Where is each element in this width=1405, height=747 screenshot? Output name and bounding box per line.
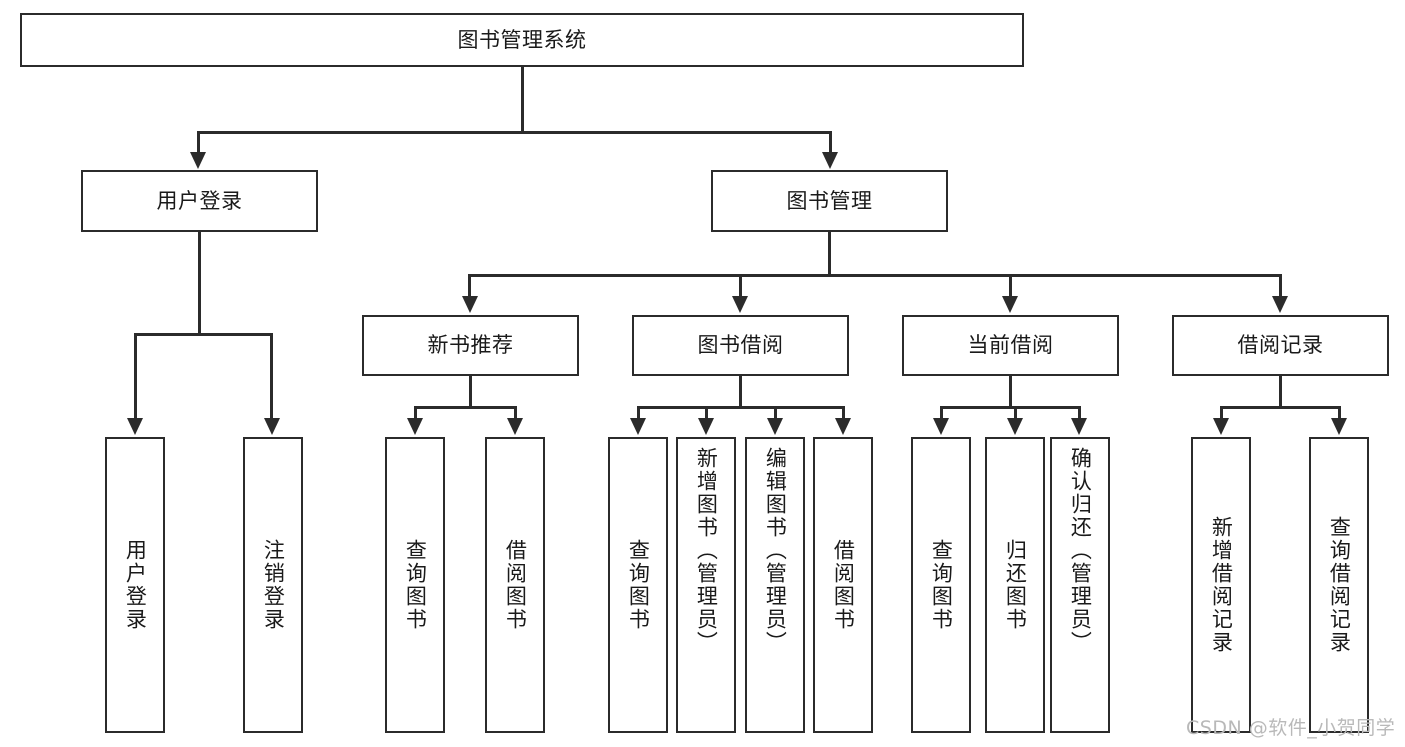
connector-bb-drop-1 [637, 406, 640, 420]
leaf-add-borrow-record[interactable]: 新增借阅记录 [1191, 437, 1251, 733]
node-label: 当前借阅 [967, 333, 1054, 358]
connector-root-stem [521, 67, 524, 131]
arrow-user-login-to-leaf-1 [127, 418, 143, 435]
leaf-query-book-recommend[interactable]: 查询图书 [385, 437, 445, 733]
arrow-nbr-to-leaf-1 [407, 418, 423, 435]
connector-book-management-stem [828, 232, 831, 276]
connector-root-drop-1 [197, 131, 200, 155]
arrow-cb-to-leaf-2 [1007, 418, 1023, 435]
connector-bb-stem [739, 376, 742, 408]
node-label: 新增借阅记录 [1209, 516, 1234, 654]
leaf-borrow-book-recommend[interactable]: 借阅图书 [485, 437, 545, 733]
node-label: 查询图书 [929, 539, 954, 631]
node-borrow-record[interactable]: 借阅记录 [1172, 315, 1389, 376]
arrow-cb-to-leaf-1 [933, 418, 949, 435]
arrow-bb-to-leaf-1 [630, 418, 646, 435]
connector-bb-drop-3 [774, 406, 777, 420]
node-label: 用户登录 [123, 539, 148, 631]
connector-cb-drop-3 [1078, 406, 1081, 420]
connector-cb-drop-2 [1014, 406, 1017, 420]
leaf-logout[interactable]: 注销登录 [243, 437, 303, 733]
connector-br-bus [1220, 406, 1341, 409]
node-label: 归还图书 [1003, 539, 1028, 631]
arrow-bb-to-leaf-3 [767, 418, 783, 435]
node-label: 注销登录 [261, 539, 286, 631]
connector-nbr-stem [469, 376, 472, 408]
node-label: 借阅图书 [503, 539, 528, 631]
arrow-br-to-leaf-2 [1331, 418, 1347, 435]
arrow-cb-to-leaf-3 [1071, 418, 1087, 435]
connector-bm-drop-3 [1009, 274, 1012, 298]
arrow-bm-to-new-book-recommend [462, 296, 478, 313]
connector-br-drop-1 [1220, 406, 1223, 420]
csdn-watermark: CSDN @软件_小贺同学 [1186, 717, 1396, 739]
leaf-query-book-current[interactable]: 查询图书 [911, 437, 971, 733]
connector-nbr-bus [414, 406, 517, 409]
connector-bb-bus [637, 406, 845, 409]
node-label: 查询图书 [626, 539, 651, 631]
arrow-bm-to-borrow-record [1272, 296, 1288, 313]
node-label: 新书推荐 [427, 333, 514, 358]
connector-book-management-bus [468, 274, 1281, 277]
node-label: 借阅记录 [1237, 333, 1324, 358]
leaf-user-login[interactable]: 用户登录 [105, 437, 165, 733]
connector-br-stem [1279, 376, 1282, 408]
leaf-query-book-borrow[interactable]: 查询图书 [608, 437, 668, 733]
node-label: 借阅图书 [831, 539, 856, 631]
connector-nbr-drop-1 [414, 406, 417, 420]
connector-bb-drop-2 [705, 406, 708, 420]
node-user-login[interactable]: 用户登录 [81, 170, 318, 232]
connector-cb-bus [940, 406, 1081, 409]
leaf-add-book-admin[interactable]: 新增图书（管理员） [676, 437, 736, 733]
arrow-root-to-user-login [190, 152, 206, 169]
leaf-confirm-return-admin[interactable]: 确认归还（管理员） [1050, 437, 1110, 733]
node-new-book-recommend[interactable]: 新书推荐 [362, 315, 579, 376]
node-label: 新增图书（管理员） [694, 447, 719, 654]
connector-cb-drop-1 [940, 406, 943, 420]
connector-bm-drop-2 [739, 274, 742, 298]
arrow-br-to-leaf-1 [1213, 418, 1229, 435]
node-book-borrow[interactable]: 图书借阅 [632, 315, 849, 376]
node-label: 图书借阅 [697, 333, 784, 358]
leaf-edit-book-admin[interactable]: 编辑图书（管理员） [745, 437, 805, 733]
node-current-borrow[interactable]: 当前借阅 [902, 315, 1119, 376]
arrow-bm-to-current-borrow [1002, 296, 1018, 313]
arrow-bb-to-leaf-2 [698, 418, 714, 435]
node-label: 确认归还（管理员） [1068, 447, 1093, 654]
connector-root-bus [197, 131, 831, 134]
connector-cb-stem [1009, 376, 1012, 408]
connector-user-login-drop-1 [134, 333, 137, 420]
arrow-bb-to-leaf-4 [835, 418, 851, 435]
node-root-book-management-system[interactable]: 图书管理系统 [20, 13, 1024, 67]
leaf-query-borrow-record[interactable]: 查询借阅记录 [1309, 437, 1369, 733]
node-label: 查询图书 [403, 539, 428, 631]
arrow-root-to-book-management [822, 152, 838, 169]
node-label: 查询借阅记录 [1327, 516, 1352, 654]
connector-br-drop-2 [1338, 406, 1341, 420]
connector-bm-drop-4 [1279, 274, 1282, 298]
connector-user-login-bus [134, 333, 270, 336]
node-label: 编辑图书（管理员） [763, 447, 788, 654]
connector-bm-drop-1 [468, 274, 471, 298]
leaf-borrow-book[interactable]: 借阅图书 [813, 437, 873, 733]
arrow-nbr-to-leaf-2 [507, 418, 523, 435]
arrow-bm-to-book-borrow [732, 296, 748, 313]
connector-nbr-drop-2 [514, 406, 517, 420]
leaf-return-book[interactable]: 归还图书 [985, 437, 1045, 733]
connector-user-login-drop-2 [270, 333, 273, 420]
arrow-user-login-to-leaf-2 [264, 418, 280, 435]
node-label: 图书管理系统 [457, 27, 587, 52]
node-label: 用户登录 [156, 188, 243, 213]
connector-bb-drop-4 [842, 406, 845, 420]
connector-user-login-stem [198, 232, 201, 335]
node-label: 图书管理 [786, 188, 873, 213]
node-book-management[interactable]: 图书管理 [711, 170, 948, 232]
connector-root-drop-2 [829, 131, 832, 155]
